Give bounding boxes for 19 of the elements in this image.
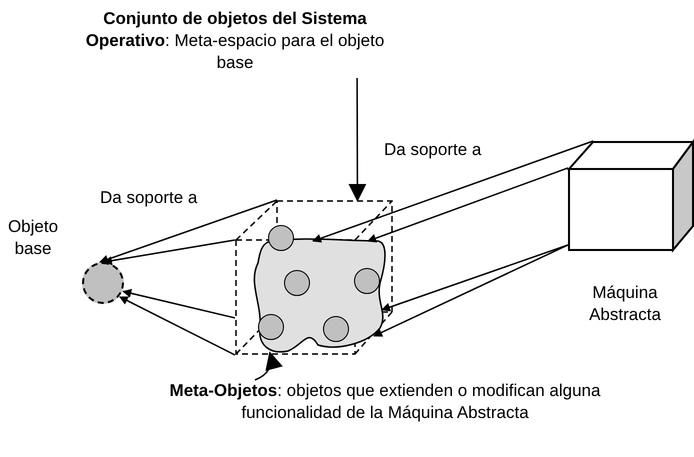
edge-label: Da soporte a: [384, 140, 482, 160]
dashed-cube-drawing: [235, 200, 393, 355]
arrow: [367, 167, 568, 242]
arrow: [122, 288, 236, 319]
arrow: [312, 140, 594, 243]
arrow: [381, 244, 568, 312]
arrow: [373, 244, 568, 337]
arrow: [99, 199, 278, 264]
caption-text: Objeto base: [6, 216, 60, 260]
cube-drawing: [568, 141, 694, 251]
description-text: Meta-Objetos: objetos que extienden o modifican alguna funcionalidad de la Máquina Abstracta: [165, 380, 605, 424]
edge-label: Da soporte a: [100, 188, 198, 208]
object-circle: [268, 225, 294, 251]
arrow: [348, 78, 366, 202]
arrow: [119, 296, 236, 356]
description-text: Conjunto de objetos del Sistema Operativo: Meta-espacio para el objeto base: [70, 8, 400, 74]
caption-text: Máquina Abstracta: [588, 282, 662, 326]
arrow: [254, 351, 282, 381]
base-object-circle: [82, 262, 124, 304]
